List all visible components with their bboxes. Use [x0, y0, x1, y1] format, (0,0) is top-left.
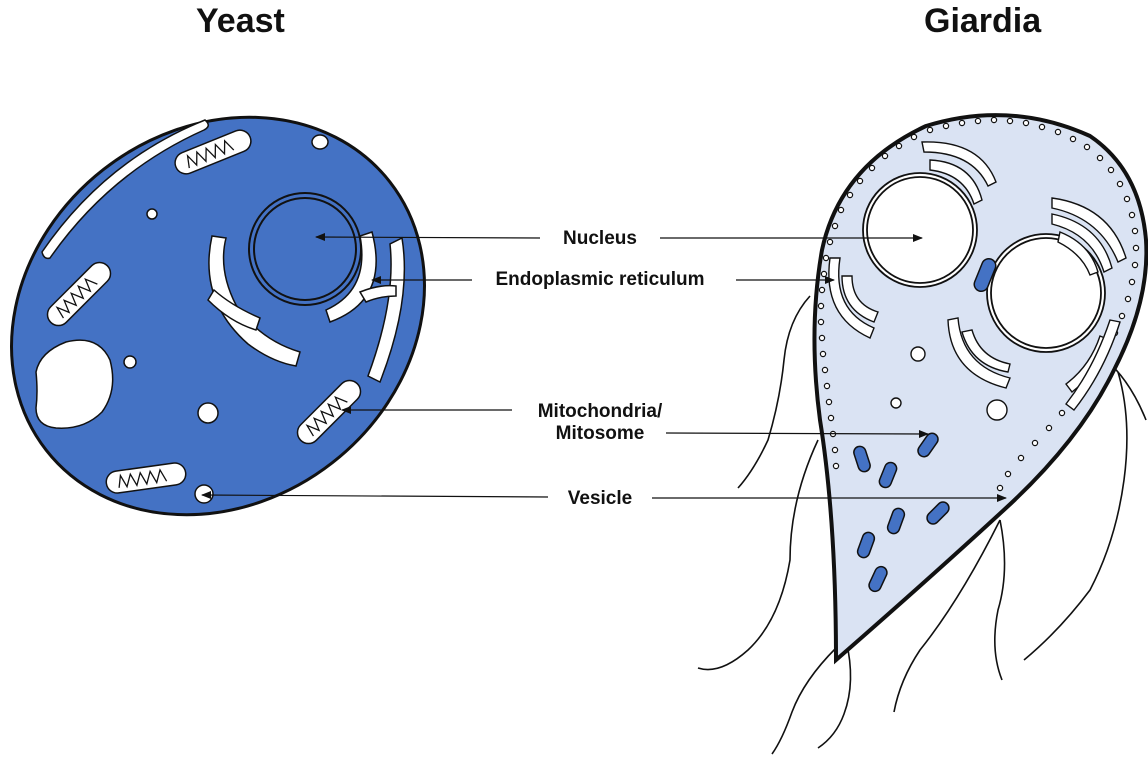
label-endoplasmic-reticulum: Endoplasmic reticulum: [465, 269, 735, 291]
yeast-cell: [0, 35, 504, 597]
label-vesicle: Vesicle: [530, 488, 670, 510]
label-nucleus: Nucleus: [530, 228, 670, 250]
label-mitochondria-line2: Mitosome: [500, 423, 700, 445]
label-mitochondria-line1: Mitochondria/: [500, 401, 700, 423]
label-mitochondria-mitosome: Mitochondria/ Mitosome: [500, 401, 700, 445]
title-yeast: Yeast: [196, 2, 285, 41]
title-giardia: Giardia: [924, 2, 1041, 41]
